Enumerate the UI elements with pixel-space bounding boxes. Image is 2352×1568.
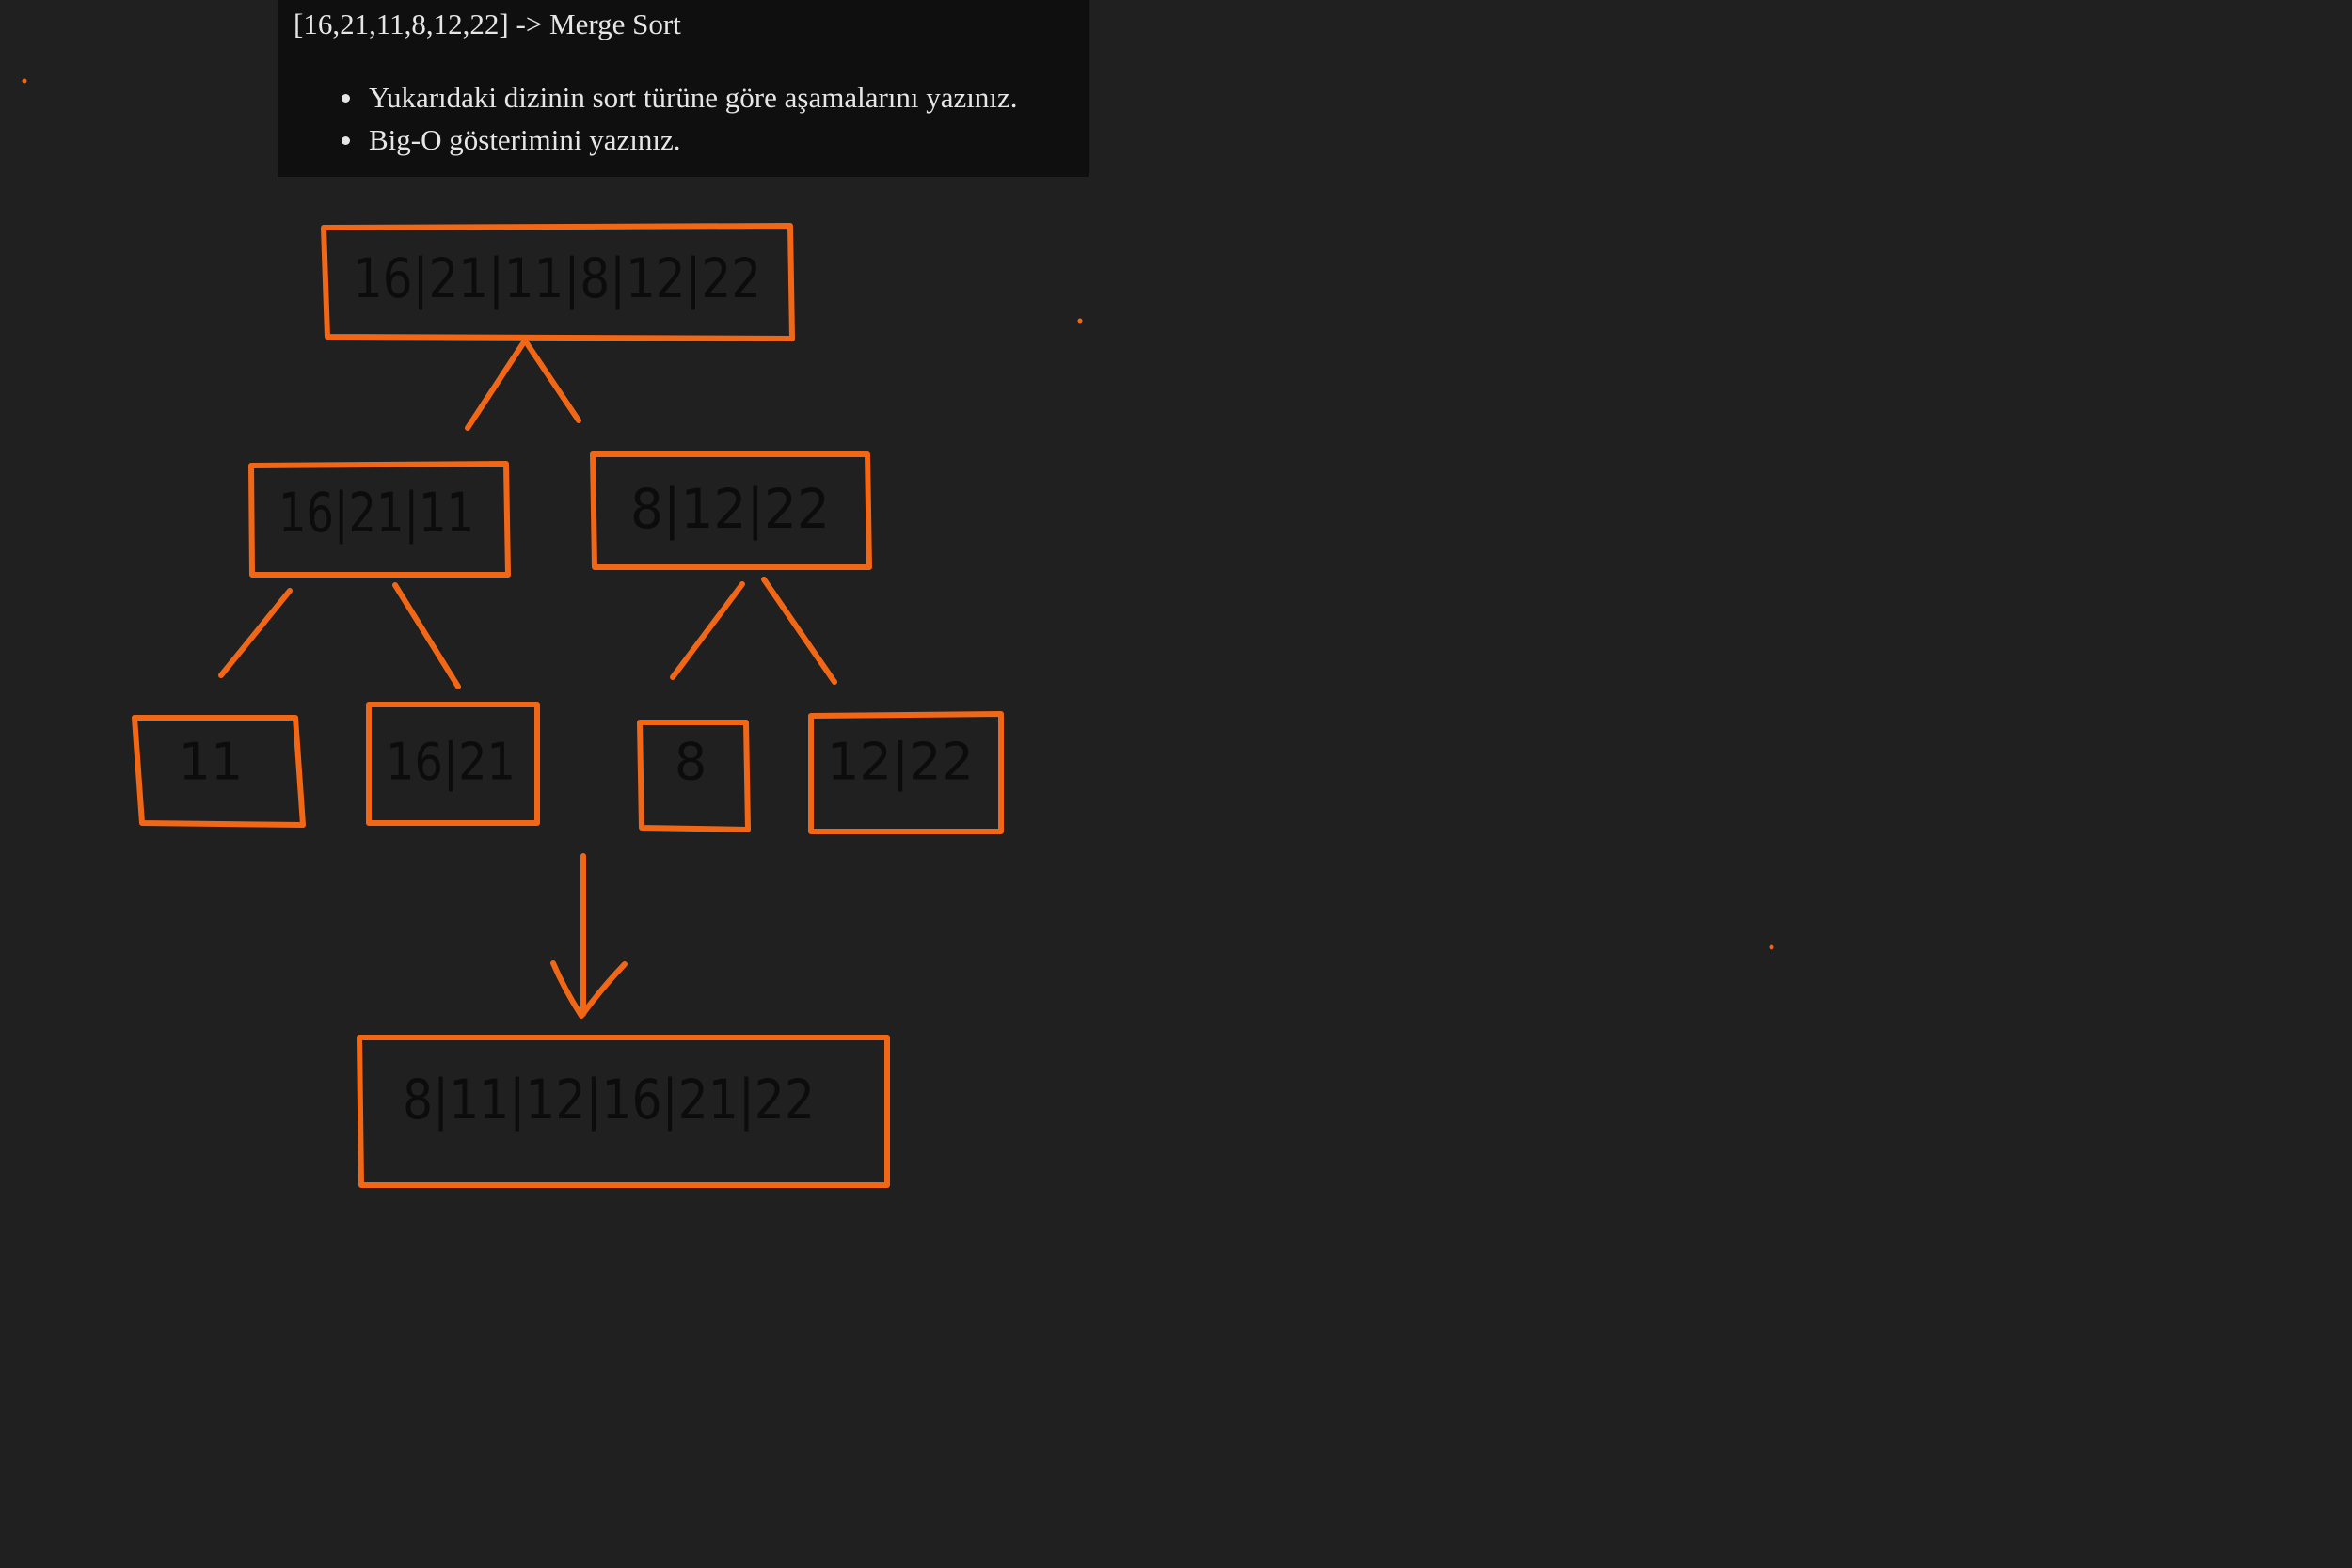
branch-right-right: [761, 577, 837, 685]
left-left-box: [132, 715, 306, 828]
root-label: 16|21|11|8|12|22: [353, 246, 761, 310]
branch-left-right: [392, 582, 461, 689]
merge-arrow-head: [550, 960, 628, 1019]
right-box: [590, 451, 872, 570]
right-right-label: 12|22: [827, 733, 974, 792]
left-right-label: 16|21: [386, 733, 516, 792]
question-panel: [16,21,11,8,12,22] -> Merge Sort Yukarıd…: [278, 0, 1089, 177]
branch-right-left: [670, 581, 745, 680]
stray-dot: [22, 78, 27, 84]
question-item-stages: Yukarıdaki dizinin sort türüne göre aşam…: [342, 76, 1089, 119]
stray-dot: [1077, 318, 1083, 324]
question-item-big-o: Big-O gösterimini yazınız.: [342, 119, 1089, 161]
left-label: 16|21|11: [278, 481, 474, 545]
root-box: [321, 223, 795, 341]
right-label: 8|12|22: [630, 477, 830, 541]
right-left-box: [637, 720, 751, 832]
branch-root-right: [522, 338, 581, 423]
branch-root-left: [465, 338, 528, 431]
result-label: 8|11|12|16|21|22: [403, 1068, 815, 1132]
right-left-label: 8: [675, 733, 707, 792]
branch-left-left: [218, 588, 293, 678]
question-title: [16,21,11,8,12,22] -> Merge Sort: [294, 8, 681, 40]
left-left-label: 11: [179, 733, 244, 792]
left-right-box: [366, 702, 540, 826]
right-right-box: [808, 711, 1004, 834]
stray-dot: [1769, 944, 1774, 950]
question-list: Yukarıdaki dizinin sort türüne göre aşam…: [294, 76, 1089, 161]
result-box: [357, 1035, 890, 1188]
left-box: [248, 461, 511, 578]
